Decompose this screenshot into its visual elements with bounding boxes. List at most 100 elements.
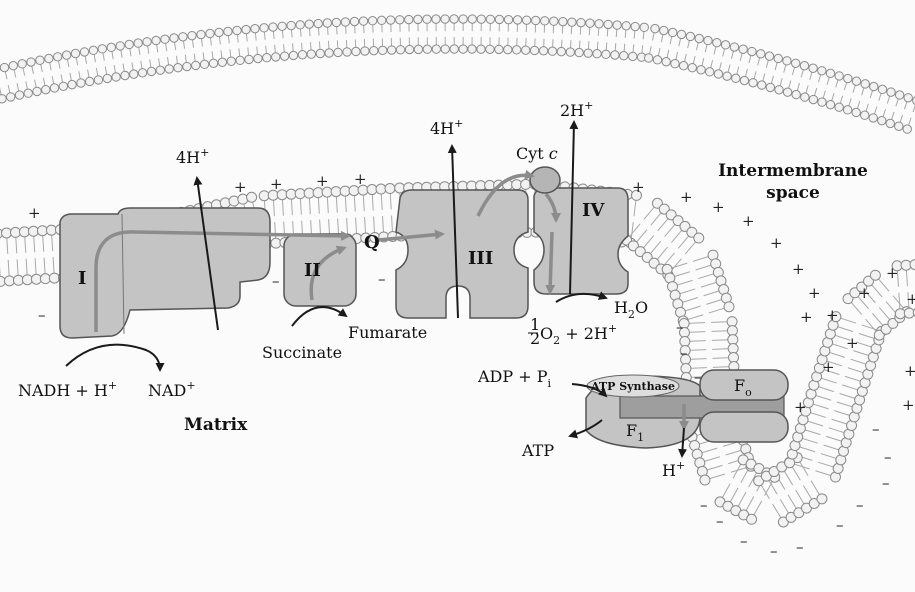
lipid-head <box>485 180 495 190</box>
lipid-head <box>387 46 395 54</box>
cytochrome-c <box>530 167 560 193</box>
lipid-head <box>170 34 178 42</box>
lipid-head <box>677 30 685 38</box>
lipid-head <box>251 24 259 32</box>
plus-charge: + <box>770 234 783 252</box>
intermembrane-label-line1: Intermembrane <box>718 161 868 181</box>
lipid-head <box>229 196 239 206</box>
lipid-head <box>740 76 748 84</box>
adp-label: ADP + Pi <box>477 367 552 390</box>
lipid-head <box>826 100 834 108</box>
lipid-head <box>541 17 549 25</box>
lipid-head <box>441 45 449 53</box>
lipid-head <box>640 23 648 31</box>
lipid-head <box>94 76 102 84</box>
outer-membrane <box>0 15 915 133</box>
lipid-head <box>50 84 58 92</box>
lipid-head <box>557 47 565 55</box>
lipid-head <box>49 273 59 283</box>
lipid-head <box>147 67 155 75</box>
lipid-head <box>432 45 440 53</box>
lipid-head <box>24 89 32 97</box>
lipid-head <box>739 45 747 53</box>
lipid-head <box>732 74 740 82</box>
lipid-head <box>766 83 774 91</box>
lipid-head <box>486 15 494 23</box>
lipid-head <box>62 51 70 59</box>
lipid-head <box>27 58 35 66</box>
plus-charge: + <box>808 284 821 302</box>
complex-iv-label: IV <box>582 200 605 221</box>
minus-charge: – <box>856 496 864 514</box>
lipid-head <box>386 16 394 24</box>
complex-i-label: I <box>78 268 86 289</box>
lipid-head <box>468 15 476 23</box>
lipid-head <box>396 16 404 24</box>
lipid-head <box>220 198 230 208</box>
lipid-head <box>522 16 530 24</box>
lipid-head <box>602 50 610 58</box>
plus-charge: + <box>826 306 839 324</box>
lipid-head <box>103 74 111 82</box>
minus-charge: – <box>694 368 702 386</box>
lipid-head <box>809 95 817 103</box>
lipid-head <box>870 270 880 280</box>
lipid-head <box>679 61 687 69</box>
lipid-head <box>887 88 895 96</box>
lipid-head <box>68 80 76 88</box>
plus-charge: + <box>316 172 329 190</box>
lipid-head <box>224 27 232 35</box>
lipid-head <box>817 494 827 504</box>
lipid-head <box>504 45 512 53</box>
lipid-head <box>331 187 341 197</box>
lipid-head <box>289 51 297 59</box>
lipid-head <box>653 56 661 64</box>
lipid-head <box>775 86 783 94</box>
minus-charge: – <box>378 270 386 288</box>
lipid-head <box>37 226 47 236</box>
lipid-head <box>423 15 431 23</box>
plus-charge: + <box>902 396 915 414</box>
lipid-head <box>272 53 280 61</box>
lipid-head <box>774 54 782 62</box>
atp-synthase-label: ATP Synthase <box>590 380 675 393</box>
lipid-head <box>548 47 556 55</box>
lipid-head <box>586 19 594 27</box>
lipid-head <box>33 87 41 95</box>
lipid-head <box>385 184 395 194</box>
minus-charge: – <box>770 542 778 560</box>
lipid-head <box>631 22 639 30</box>
lipid-head <box>512 180 522 190</box>
minus-charge: – <box>676 318 684 336</box>
lipid-head <box>138 69 146 77</box>
lipid-head <box>42 85 50 93</box>
lipid-head <box>278 22 286 30</box>
lipid-head <box>218 58 226 66</box>
lipid-head <box>765 52 773 60</box>
lipid-head <box>886 119 894 127</box>
lipid-head <box>870 82 878 90</box>
lipid-head <box>77 79 85 87</box>
lipid-head <box>80 48 88 56</box>
lipid-head <box>350 17 358 25</box>
lipid-head <box>98 45 106 53</box>
lipid-head <box>695 34 703 42</box>
lipid-head <box>71 49 79 57</box>
lipid-head <box>904 308 914 318</box>
lipid-head <box>432 15 440 23</box>
lipid-head <box>378 46 386 54</box>
lipid-head <box>341 18 349 26</box>
lipid-head <box>245 55 253 63</box>
lipid-head <box>263 54 271 62</box>
lipid-head <box>286 189 296 199</box>
lipid-head <box>800 62 808 70</box>
proton-label-complex-i: 4H+ <box>176 146 209 167</box>
lipid-head <box>152 36 160 44</box>
lipid-head <box>441 15 449 23</box>
nad-label: NAD+ <box>148 379 196 400</box>
lipid-head <box>697 66 705 74</box>
atp-label: ATP <box>521 441 554 460</box>
lipid-head <box>368 17 376 25</box>
plus-charge: + <box>822 358 835 376</box>
